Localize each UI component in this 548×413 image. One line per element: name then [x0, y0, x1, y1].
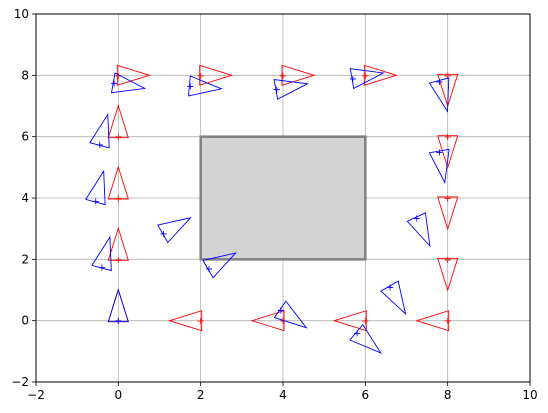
pose-triangle [437, 196, 459, 231]
pose-triangle [107, 104, 129, 139]
pose-triangle [437, 73, 459, 108]
y-tick-label: 6 [21, 130, 29, 144]
x-tick-label: 10 [522, 388, 537, 402]
pose-triangle [157, 217, 192, 244]
pose-triangle [107, 288, 129, 323]
axis-ticks: −2 0 2 4 6 8 10 −2 0 2 4 6 8 10 [11, 7, 537, 402]
pose-triangle [89, 112, 110, 149]
pose-triangle [199, 64, 234, 86]
y-tick-label: −2 [11, 375, 29, 389]
pose-triangle [107, 226, 129, 261]
pose-center-marker: + [114, 255, 122, 266]
pose-center-marker: + [91, 197, 99, 208]
pose-center-marker: + [443, 255, 451, 266]
pose-triangle [273, 300, 308, 329]
pose-triangle [415, 310, 450, 332]
y-tick-label: 8 [21, 68, 29, 82]
pose-triangle [380, 280, 407, 316]
pose-center-marker: + [443, 71, 451, 82]
pose-center-marker: + [279, 316, 287, 327]
pose-triangle [437, 135, 459, 170]
pose-triangle [406, 212, 431, 248]
pose-center-marker: + [114, 132, 122, 143]
x-tick-label: 2 [197, 388, 205, 402]
pose-triangle [363, 64, 398, 86]
pose-center-marker: + [273, 85, 281, 96]
pose-center-marker: + [435, 148, 443, 159]
x-tick-label: 6 [362, 388, 370, 402]
x-tick-label: 4 [279, 388, 287, 402]
pose-triangle [273, 78, 309, 100]
pose-triangle [116, 64, 151, 86]
pose-triangle [428, 148, 450, 184]
pose-center-marker: + [413, 213, 421, 224]
pose-center-marker: + [159, 229, 167, 240]
obstacle-rect [199, 135, 367, 261]
pose-center-marker: + [349, 74, 357, 85]
pose-triangle [428, 77, 450, 113]
pose-triangle [281, 64, 316, 86]
pose-center-marker: + [361, 71, 369, 82]
pose-center-marker: + [196, 71, 204, 82]
pose-triangle [437, 257, 459, 292]
pose-center-marker: + [386, 282, 394, 293]
pose-triangle [349, 323, 382, 354]
pose-triangle [107, 165, 129, 200]
pose-center-marker: + [205, 264, 213, 275]
pose-center-marker: + [114, 316, 122, 327]
pose-center-marker: + [443, 316, 451, 327]
pose-triangle [91, 235, 112, 272]
pose-triangle [349, 68, 385, 90]
pose-triangle [110, 72, 147, 94]
y-tick-label: 0 [21, 314, 29, 328]
pose-center-marker: + [443, 194, 451, 205]
pose-center-marker: + [196, 316, 204, 327]
pose-center-marker: + [114, 71, 122, 82]
pose-triangle [202, 252, 238, 279]
pose-center-marker: + [435, 77, 443, 88]
pose-center-marker: + [186, 82, 194, 93]
pose-center-marker: + [110, 79, 118, 90]
x-tick-label: 8 [444, 388, 452, 402]
plot-marks: ++++++++++++++++++++++++++++++++ [85, 64, 459, 354]
x-tick-label: 0 [115, 388, 123, 402]
pose-center-marker: + [279, 71, 287, 82]
y-tick-label: 2 [21, 252, 29, 266]
pose-center-marker: + [443, 132, 451, 143]
pose-triangle [168, 310, 203, 332]
pose-center-marker: + [353, 328, 361, 339]
pose-triangle [187, 75, 223, 97]
y-tick-label: 10 [14, 7, 29, 21]
x-tick-label: −2 [27, 388, 45, 402]
y-tick-label: 4 [21, 191, 29, 205]
pose-center-marker: + [277, 305, 285, 316]
pose-triangle [332, 310, 367, 332]
pose-center-marker: + [361, 316, 369, 327]
pose-center-marker: + [98, 263, 106, 274]
obstacle-region [199, 135, 367, 261]
pose-triangle [85, 169, 106, 206]
pose-center-marker: + [114, 194, 122, 205]
pose-center-marker: + [96, 140, 104, 151]
